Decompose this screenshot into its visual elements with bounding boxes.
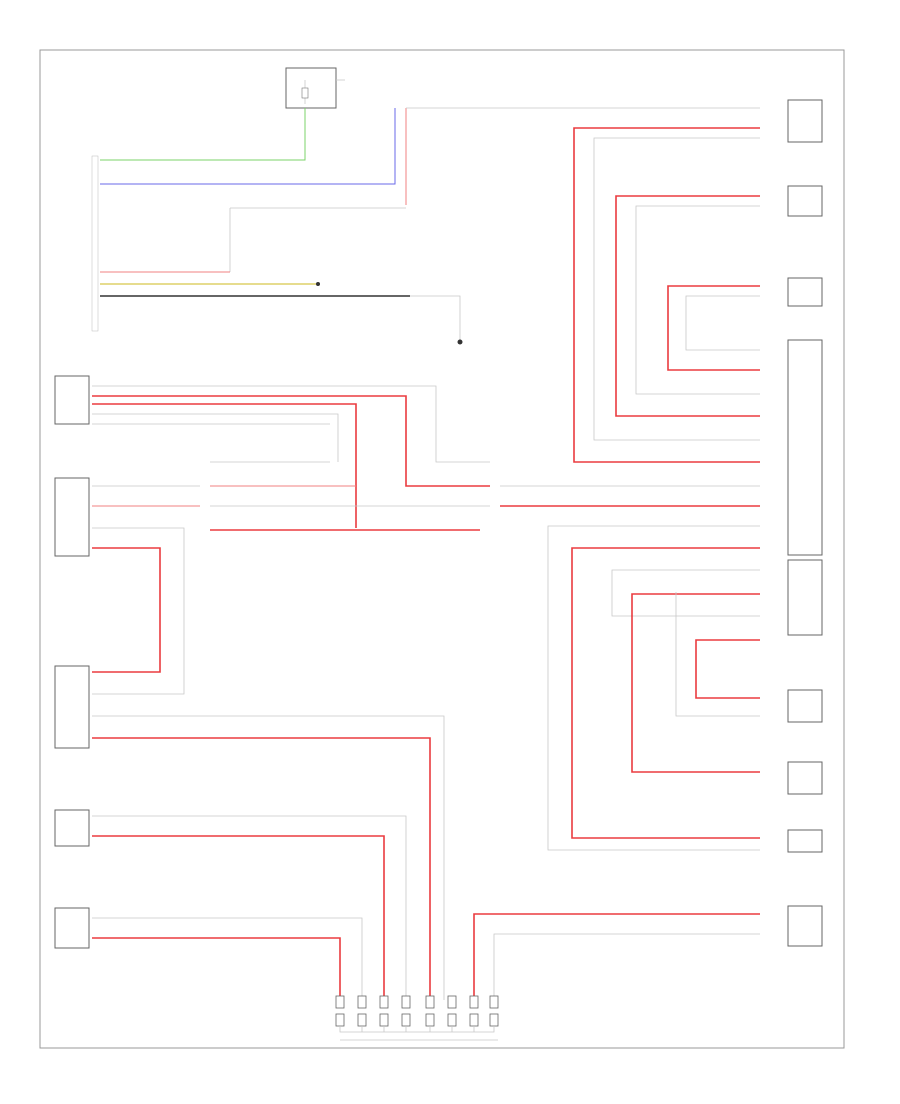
ground-point: [457, 339, 463, 345]
gray-loop-1: [593, 137, 760, 441]
red-loop-6: [695, 639, 760, 699]
gray-wire-br: [493, 933, 760, 1000]
gray-wire-mid: [229, 207, 406, 272]
right-component-4: [787, 559, 823, 636]
right-component-7: [787, 829, 823, 853]
right-component-8: [787, 905, 823, 947]
gray-wire-l1: [92, 385, 490, 463]
red-loop-3: [667, 285, 760, 371]
fuse-box: [285, 67, 337, 109]
splice-dot: [316, 282, 320, 286]
right-component-5: [787, 689, 823, 723]
gray-loop-6: [547, 525, 760, 851]
gray-wire-m3: [92, 715, 445, 1000]
gray-loop-3: [685, 295, 760, 351]
left-module-4: [54, 809, 90, 847]
connector-pin-column-left: [91, 155, 99, 332]
bottom-connector: [335, 995, 499, 1041]
gray-loop-4: [611, 569, 760, 617]
red-wire-br: [473, 913, 760, 1000]
ground-wire: [410, 295, 461, 340]
gray-wire-l2: [92, 413, 339, 462]
fuse-symbol: [301, 87, 309, 99]
red-wire-m3: [92, 737, 431, 1000]
gray-wire-m2b: [92, 527, 185, 695]
blue-wire: [100, 108, 396, 185]
right-connector-large: [787, 339, 823, 556]
red-wire-l1: [92, 395, 490, 487]
fuse-block-top: [285, 67, 345, 109]
red-loop-5: [631, 593, 760, 773]
red-loop-2: [615, 195, 760, 417]
left-module-3: [54, 665, 90, 749]
left-module-2: [54, 477, 90, 557]
gray-loop-5: [675, 592, 760, 717]
diagram-frame: [39, 49, 845, 1049]
red-wire-l2: [92, 403, 357, 528]
right-component-2: [787, 185, 823, 217]
red-loop-1: [573, 127, 760, 463]
red-wire-m2b: [92, 547, 161, 673]
red-loop-4: [571, 547, 760, 839]
right-component-3: [787, 277, 823, 307]
gray-loop-2: [635, 205, 760, 395]
left-module-1: [54, 375, 90, 425]
left-module-5: [54, 907, 90, 949]
right-component-6: [787, 761, 823, 795]
red-wire-m4: [92, 835, 385, 1000]
gray-wire-m5: [92, 917, 363, 1000]
green-wire: [100, 108, 306, 161]
red-wire-m5: [92, 937, 341, 1000]
right-component-1: [787, 99, 823, 143]
gray-wire-m4: [92, 815, 407, 1000]
